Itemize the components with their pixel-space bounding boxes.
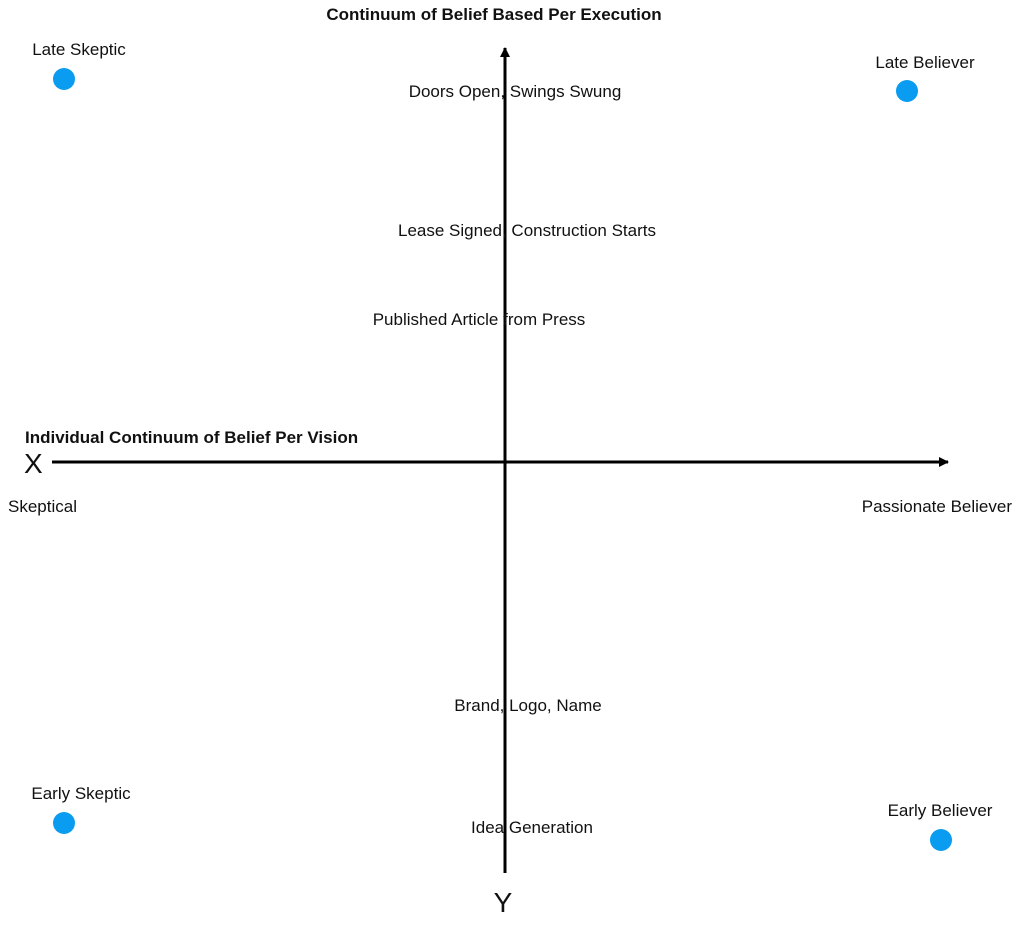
- point-label: Early Skeptic: [31, 784, 131, 803]
- milestone-idea-generation: Idea Generation: [471, 818, 593, 837]
- milestone-doors-open: Doors Open, Swings Swung: [409, 82, 622, 101]
- point-marker: [53, 812, 75, 834]
- x-axis-right-label: Passionate Believer: [862, 497, 1013, 516]
- point-early-skeptic: Early Skeptic: [31, 784, 131, 834]
- point-marker: [930, 829, 952, 851]
- point-early-believer: Early Believer: [888, 801, 993, 851]
- milestone-lease-signed: Lease Signed, Construction Starts: [398, 221, 656, 240]
- point-marker: [53, 68, 75, 90]
- point-late-believer: Late Believer: [875, 53, 975, 102]
- x-axis-title: Individual Continuum of Belief Per Visio…: [25, 428, 358, 447]
- y-axis-title: Continuum of Belief Based Per Execution: [326, 5, 661, 24]
- y-axis-letter: Y: [494, 887, 513, 918]
- point-marker: [896, 80, 918, 102]
- point-label: Late Skeptic: [32, 40, 126, 59]
- x-axis-letter: X: [24, 448, 43, 479]
- point-label: Early Believer: [888, 801, 993, 820]
- milestone-published-article: Published Article from Press: [373, 310, 586, 329]
- point-late-skeptic: Late Skeptic: [32, 40, 126, 90]
- point-label: Late Believer: [875, 53, 975, 72]
- x-axis-left-label: Skeptical: [8, 497, 77, 516]
- milestone-brand-logo-name: Brand, Logo, Name: [454, 696, 601, 715]
